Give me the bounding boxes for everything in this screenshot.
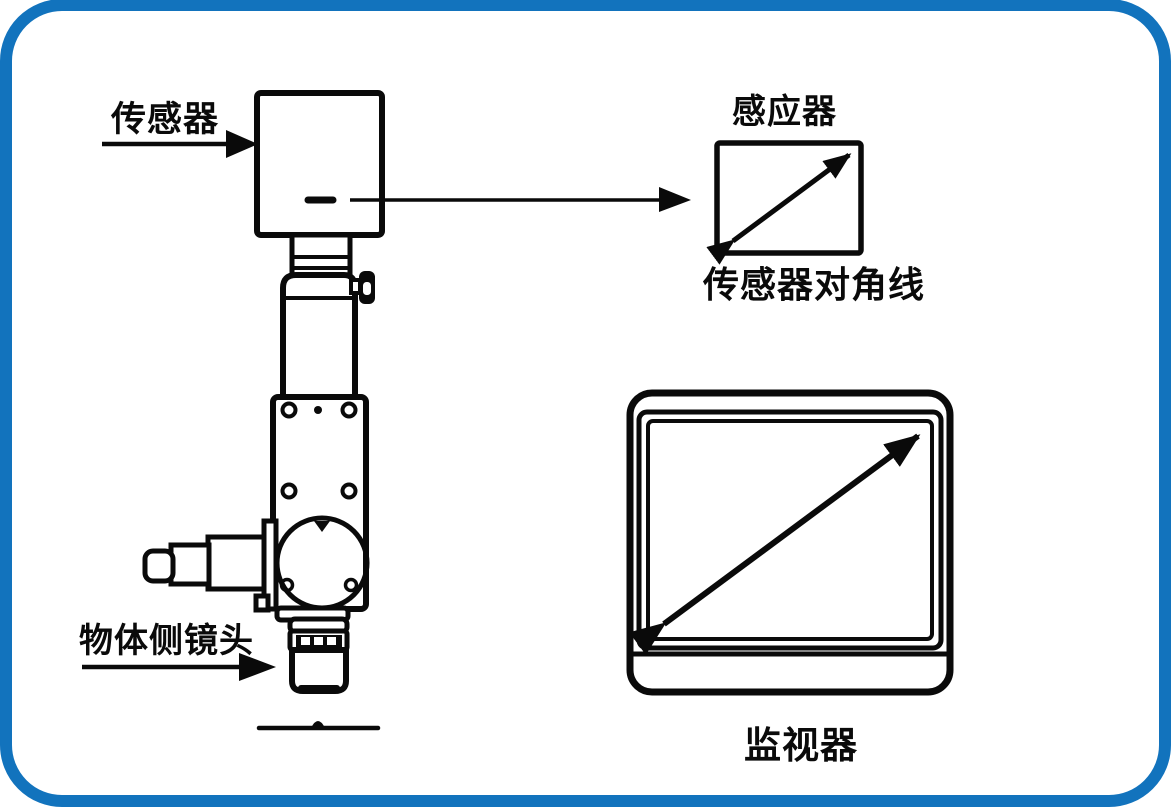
lens-barrel xyxy=(289,647,349,694)
ring-screw xyxy=(279,577,295,593)
camera-sensor-label: 传感器 xyxy=(110,100,219,139)
camera-body xyxy=(254,90,385,238)
pin-dot xyxy=(314,406,322,414)
ring-screw xyxy=(343,577,359,593)
screw-hole xyxy=(340,401,358,419)
monitor-figure xyxy=(626,389,954,696)
object-lens-label: 物体侧镜头 xyxy=(79,622,254,660)
camera-sensor-arrowhead-icon xyxy=(226,130,258,158)
screw-hole xyxy=(280,482,298,500)
screw-hole xyxy=(340,482,358,500)
sensor-diagonal-label: 传感器对角线 xyxy=(702,264,925,305)
object-point-mark xyxy=(311,721,325,728)
side-connector-base xyxy=(205,534,273,592)
screw-hole xyxy=(280,401,298,419)
side-connector-tip xyxy=(142,548,176,584)
sensor-chip-figure xyxy=(706,140,864,265)
mounting-block xyxy=(270,394,369,612)
monitor-label: 监视器 xyxy=(744,725,858,766)
side-connector-mid xyxy=(168,542,212,587)
connector-plate-foot xyxy=(253,593,271,613)
object-lens-arrowhead-icon xyxy=(239,653,276,681)
sensor-diagonal-arrow xyxy=(706,152,852,265)
ring-index-mark xyxy=(314,521,330,532)
monitor-diagonal-arrow xyxy=(629,433,921,655)
sensor-leader-arrowhead-icon xyxy=(659,187,691,212)
thumbscrew-stem xyxy=(349,278,362,295)
camera-assembly xyxy=(142,90,691,731)
extension-tube xyxy=(280,272,358,397)
sensor-chip-label: 感应器 xyxy=(732,93,837,131)
